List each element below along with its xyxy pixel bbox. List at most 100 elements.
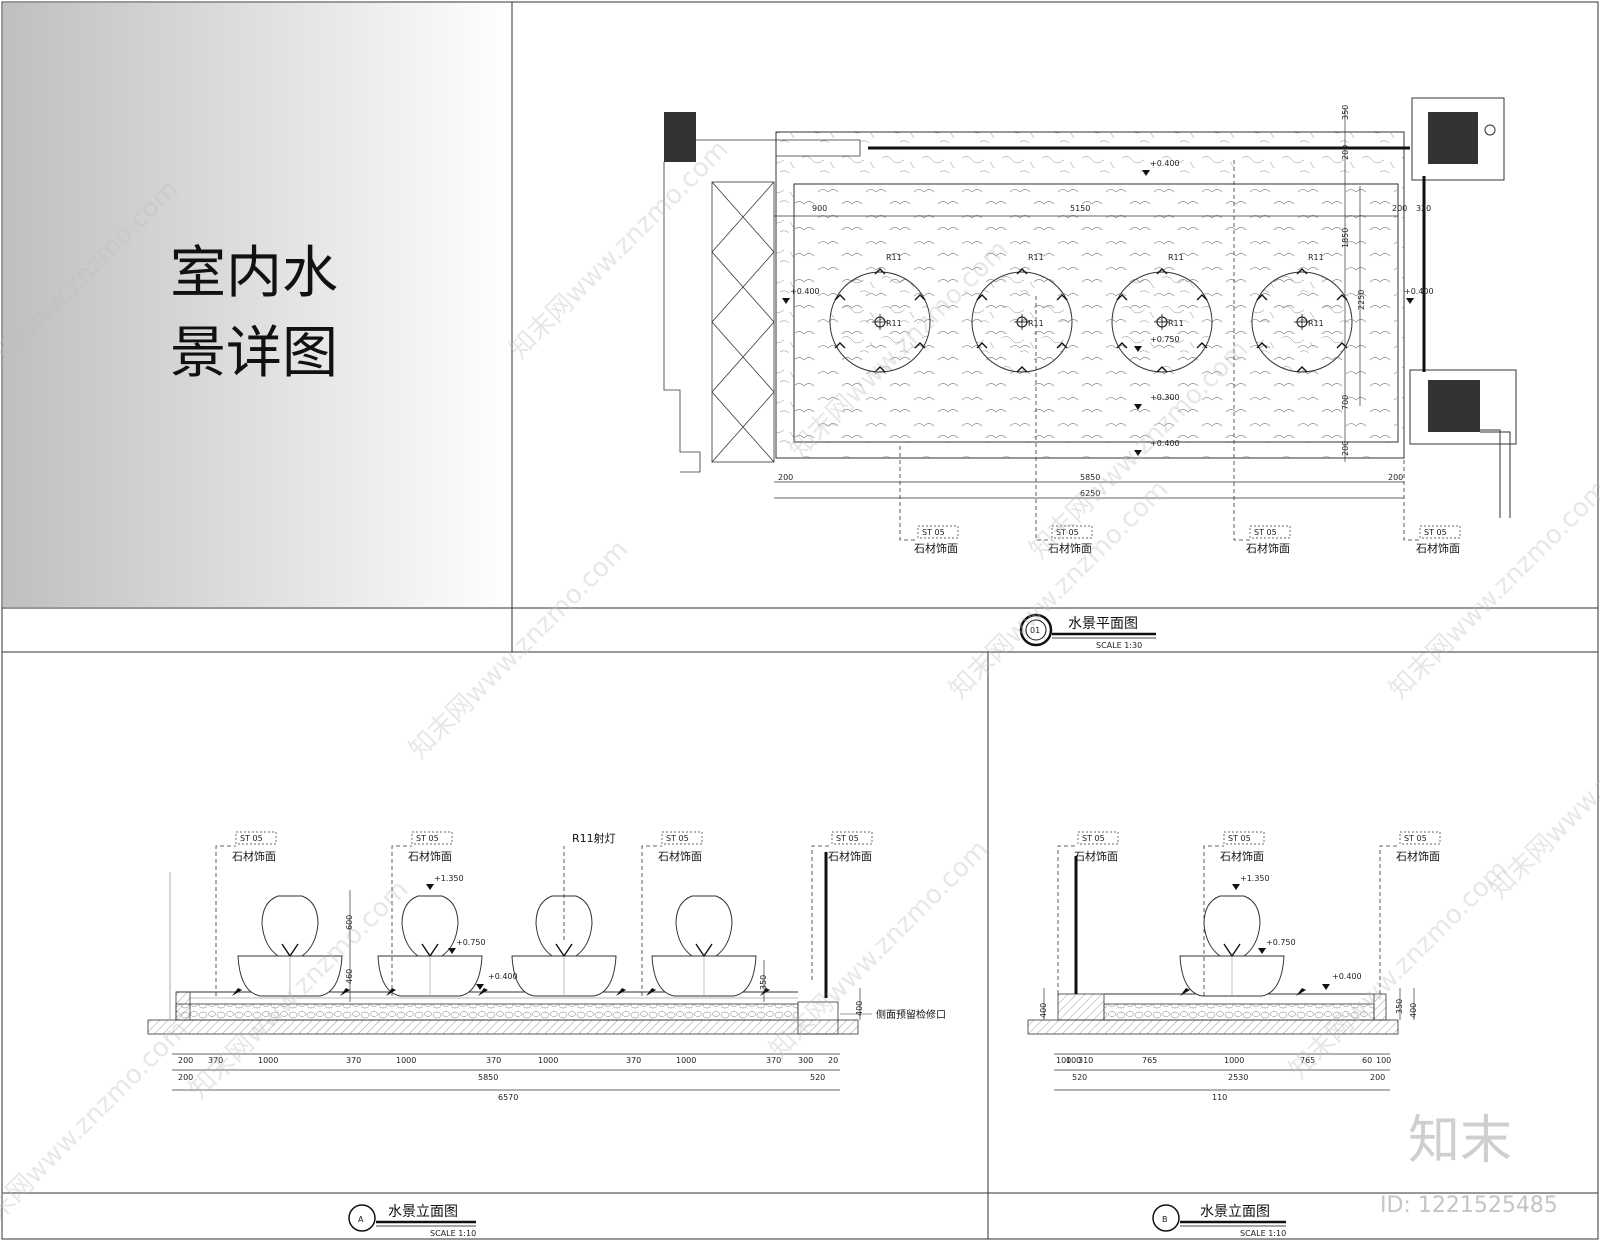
spotlight-icon: [914, 342, 926, 349]
elev-b-vdim-1: 350: [1395, 999, 1404, 1014]
spotlight-icon: [1056, 342, 1068, 349]
elev-a-caption-title: 水景立面图: [388, 1204, 458, 1220]
spotlight-icon: [976, 342, 988, 349]
title-line-1: 室内水: [170, 241, 338, 306]
elev-b-caption-title: 水景立面图: [1200, 1204, 1270, 1220]
dim-label: 20: [828, 1056, 838, 1065]
callout-code: ST 05: [1082, 834, 1105, 843]
spotlight-icon: [874, 366, 886, 373]
elev-b-callout-leaders: [1057, 845, 1400, 996]
spotlight-icon: [874, 268, 886, 275]
dim-label: 370: [766, 1056, 781, 1065]
spotlight-icon: [1256, 294, 1268, 301]
dim-label: 370: [346, 1056, 361, 1065]
elev-b-caption-scale: SCALE 1:10: [1240, 1229, 1286, 1238]
callout-label: 石材饰面: [1074, 849, 1118, 863]
dim-label: 200: [178, 1056, 193, 1065]
dim-label: 100: [1066, 1056, 1081, 1065]
watermark-text: 知末网www.znzmo.com: [1484, 674, 1600, 905]
elev-b-level-0: +1.350: [1240, 874, 1270, 883]
brand-id: ID: 1221525485: [1380, 1193, 1558, 1218]
callout-code: ST 05: [666, 834, 689, 843]
elev-a-dimension-lines: [172, 890, 861, 1091]
spotlight-icon: [976, 294, 988, 301]
elev-a-dim-total: 6570: [498, 1093, 518, 1102]
callout-code: ST 05: [1404, 834, 1427, 843]
elev-a-caption: A 水景立面图 SCALE 1:10: [348, 1204, 476, 1238]
plan-dim-right-0: 350: [1341, 105, 1350, 120]
plan-dim-right-4: 200: [1341, 441, 1350, 456]
spotlight-icon: [1156, 366, 1168, 373]
plan-dim-bottom-2: 200: [1388, 473, 1403, 482]
plan-dim-top-1: 5150: [1070, 204, 1090, 213]
spotlight-icon: [1196, 294, 1208, 301]
spotlight-icon: [616, 988, 626, 996]
brand-logo-text: 知末: [1408, 1111, 1512, 1171]
plan-level-0: +0.400: [1150, 159, 1180, 168]
elev-a-lamp-note: R11射灯: [572, 831, 616, 845]
spotlight-icon: [1296, 268, 1308, 275]
watermark-text: 知末网www.znzmo.com: [504, 134, 735, 365]
plan-column-right-top: [1428, 112, 1478, 164]
spotlight-icon: [1296, 366, 1308, 373]
spotlight-icon: [1056, 294, 1068, 301]
dim-label: 1000: [1224, 1056, 1244, 1065]
spotlight-icon: [478, 988, 488, 996]
elev-a-dim-row2-2: 520: [810, 1073, 825, 1082]
plan-level-5: +0.400: [1150, 439, 1180, 448]
elev-a-level-0: +1.350: [434, 874, 464, 883]
elev-b-letter: B: [1162, 1215, 1168, 1224]
plan-number-bubble: [1019, 613, 1053, 647]
callout-code: ST 05: [836, 834, 859, 843]
plan-callout-label-2: 石材饰面: [1048, 541, 1092, 555]
plan-lamp-label: R11: [886, 253, 902, 262]
plan-lamp-label: R11: [1028, 319, 1044, 328]
spotlight-icon: [760, 988, 770, 996]
spotlight-icon: [646, 988, 656, 996]
title-line-2: 景详图: [170, 321, 338, 386]
plan-dim-top-2: 200: [1392, 204, 1407, 213]
vessel: [1179, 895, 1285, 997]
plan-dim-right-5: 2250: [1357, 290, 1366, 310]
elev-b-dim-row2-0: 520: [1072, 1073, 1087, 1082]
plan-dim-bottom-1: 5850: [1080, 473, 1100, 482]
dim-label: 765: [1142, 1056, 1157, 1065]
plan-dim-bottom-0: 200: [778, 473, 793, 482]
plan-lamp-label: R11: [1028, 253, 1044, 262]
watermark-text: 知末网www.znzmo.com: [764, 834, 995, 1065]
spotlight-icon: [1196, 342, 1208, 349]
dim-label: 310: [1078, 1056, 1093, 1065]
spotlight-icon: [1016, 268, 1028, 275]
elev-b-level-2: +0.400: [1332, 972, 1362, 981]
vessel: [237, 895, 343, 997]
vessel: [377, 895, 483, 997]
spotlight-icon: [1116, 342, 1128, 349]
spotlight-icon: [386, 988, 396, 996]
callout-label: 石材饰面: [1220, 849, 1264, 863]
elev-a-vessels: [232, 895, 770, 997]
plan-lamp-label: R11: [1168, 253, 1184, 262]
plan-level-1: +0.400: [790, 287, 820, 296]
vessel: [651, 895, 757, 997]
elev-a-vdim-2: 350: [759, 975, 768, 990]
elev-b-vessel: [1179, 895, 1306, 997]
plan-dim-right-3: 700: [1341, 395, 1350, 410]
dim-label: 1000: [258, 1056, 278, 1065]
spotlight-icon: [1296, 988, 1306, 996]
callout-label: 石材饰面: [658, 849, 702, 863]
callout-label: 石材饰面: [1396, 849, 1440, 863]
plan-column-right-bottom: [1428, 380, 1480, 432]
plan-callout-code-1: ST 05: [922, 528, 945, 537]
dim-label: 300: [798, 1056, 813, 1065]
spotlight-icon: [1016, 366, 1028, 373]
